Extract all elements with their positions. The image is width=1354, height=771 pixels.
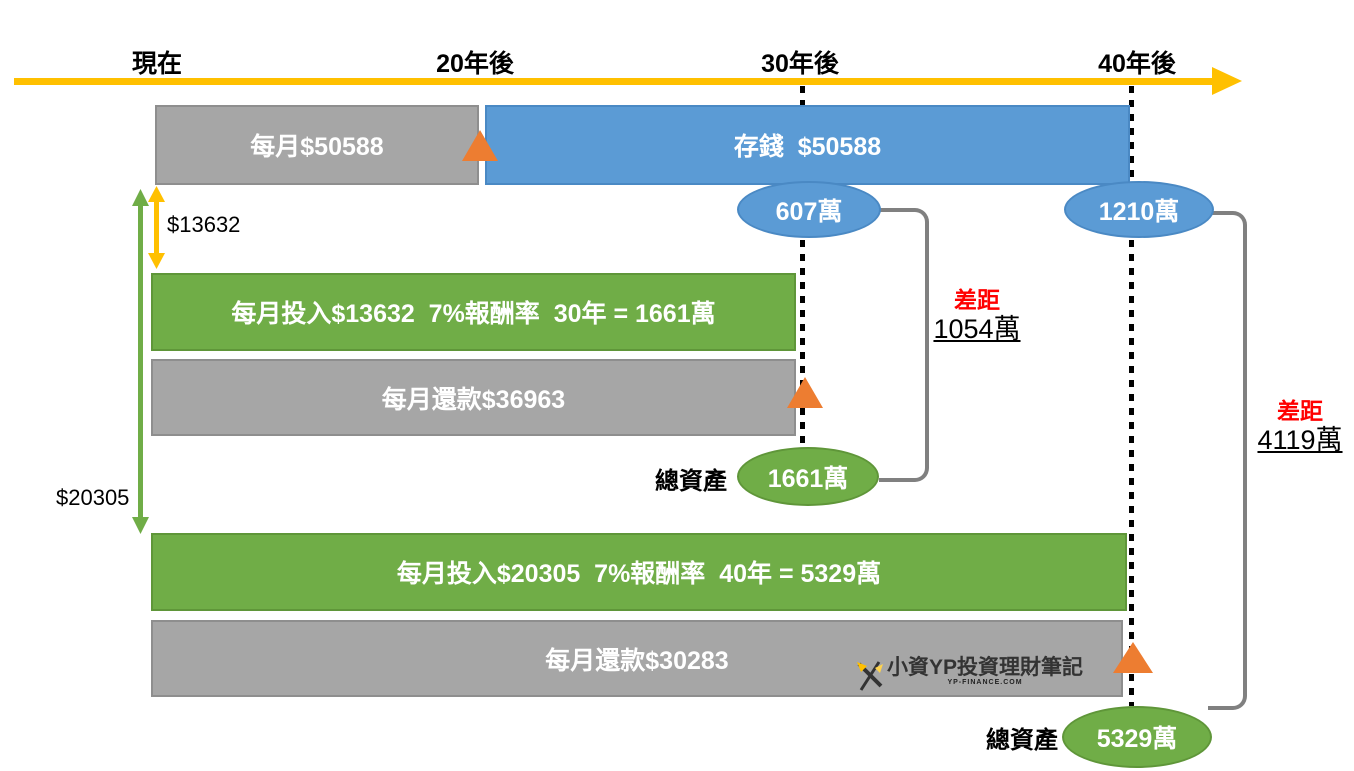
timeline-label-now: 現在 bbox=[131, 50, 182, 78]
bracket-gap-30y bbox=[879, 208, 929, 482]
bar-repay-30y: 每月還款$36963 bbox=[151, 359, 796, 436]
gap-annotation-30y: 差距 1054萬 bbox=[922, 287, 1032, 346]
timeline-label-30y: 30年後 bbox=[761, 50, 839, 78]
gap-40y-title: 差距 bbox=[1277, 398, 1323, 424]
triangle-marker-20y-icon bbox=[462, 130, 498, 161]
timeline-label-40y: 40年後 bbox=[1098, 50, 1176, 78]
amount-label-13632: $13632 bbox=[167, 212, 241, 237]
watermark-site-text: YP-FINANCE.COM bbox=[947, 679, 1023, 687]
range-arrow-20305-icon bbox=[132, 189, 149, 534]
gap-30y-value: 1054萬 bbox=[933, 314, 1021, 345]
timeline-arrow-shaft bbox=[14, 78, 1215, 85]
bar-repay-40y-label: 每月還款$30283 bbox=[545, 646, 729, 675]
bracket-gap-40y bbox=[1208, 211, 1247, 710]
ellipse-assets-30y-value: 1661萬 bbox=[767, 464, 849, 493]
total-assets-label-40y: 總資產 bbox=[986, 727, 1058, 754]
total-assets-label-30y: 總資產 bbox=[655, 468, 727, 495]
triangle-marker-40y-icon bbox=[1113, 642, 1153, 673]
watermark-brand-text: 小資YP投資理財筆記 bbox=[887, 656, 1084, 679]
ellipse-saving-30y-value: 607萬 bbox=[775, 197, 843, 226]
bar-invest-30y-label: 每月投入$13632 7%報酬率 30年 = 1661萬 bbox=[231, 300, 716, 328]
amount-label-20305: $20305 bbox=[56, 485, 130, 510]
dotted-line-40y bbox=[1129, 86, 1134, 706]
dotted-line-30y bbox=[800, 86, 805, 448]
bar-saving: 存錢 $50588 bbox=[485, 105, 1130, 185]
ellipse-assets-40y-value: 5329萬 bbox=[1096, 725, 1178, 753]
left-range-arrows bbox=[132, 186, 165, 534]
gap-annotation-40y: 差距 4119萬 bbox=[1245, 398, 1354, 457]
gap-40y-value: 4119萬 bbox=[1257, 425, 1343, 456]
ellipse-saving-40y-value: 1210萬 bbox=[1098, 197, 1180, 226]
bar-monthly-payment-label: 每月$50588 bbox=[250, 133, 384, 161]
bar-repay-40y: 每月還款$30283 bbox=[151, 620, 1123, 697]
bar-invest-40y: 每月投入$20305 7%報酬率 40年 = 5329萬 bbox=[151, 533, 1127, 611]
bar-repay-30y-label: 每月還款$36963 bbox=[381, 385, 566, 414]
bar-monthly-payment: 每月$50588 bbox=[155, 105, 479, 185]
gap-30y-title: 差距 bbox=[954, 287, 1000, 313]
bar-invest-40y-label: 每月投入$20305 7%報酬率 40年 = 5329萬 bbox=[396, 560, 882, 588]
range-arrow-13632-icon bbox=[148, 186, 165, 269]
triangle-marker-30y-icon bbox=[787, 377, 823, 408]
ellipse-assets-40y: 5329萬 bbox=[1062, 706, 1212, 768]
watermark: 小資YP投資理財筆記 YP-FINANCE.COM bbox=[853, 656, 1083, 696]
timeline-label-20y: 20年後 bbox=[436, 50, 514, 78]
bar-saving-label: 存錢 $50588 bbox=[733, 133, 882, 161]
ellipse-saving-30y: 607萬 bbox=[737, 181, 881, 238]
timeline-arrow-head-icon bbox=[1212, 67, 1242, 95]
watermark-logo-icon bbox=[857, 661, 883, 691]
ellipse-saving-40y: 1210萬 bbox=[1064, 181, 1214, 238]
bar-invest-30y: 每月投入$13632 7%報酬率 30年 = 1661萬 bbox=[151, 273, 796, 351]
ellipse-assets-30y: 1661萬 bbox=[737, 447, 879, 506]
